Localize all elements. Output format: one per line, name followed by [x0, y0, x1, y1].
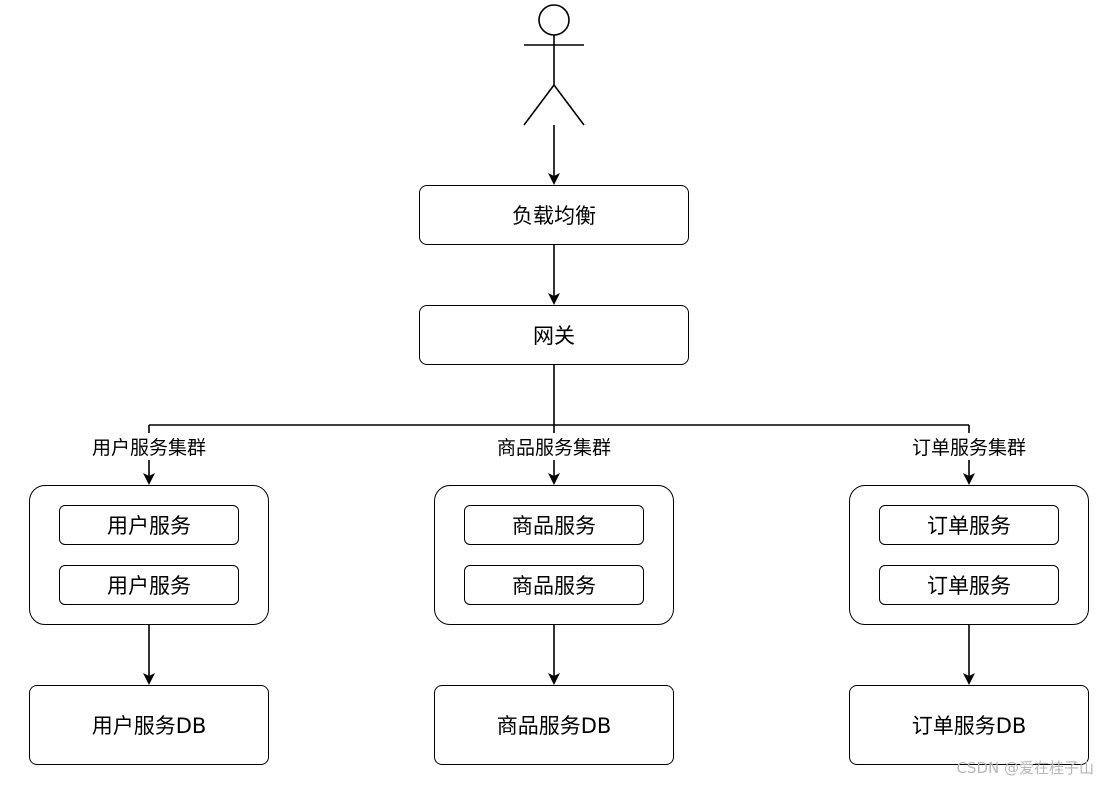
gateway-label: 网关: [533, 324, 575, 348]
user-service-db: 用户服务DB: [29, 685, 269, 765]
user-service-node: 用户服务: [59, 505, 239, 545]
watermark: CSDN @爱在桂子山: [956, 759, 1094, 777]
service-label: 用户服务: [107, 574, 191, 598]
load-balancer-node: 负载均衡: [419, 185, 689, 245]
user-service-node: 用户服务: [59, 565, 239, 605]
db-label: 商品服务DB: [496, 714, 612, 738]
service-label: 商品服务: [512, 574, 596, 598]
edge-label-user-cluster: 用户服务集群: [79, 433, 219, 460]
order-service-db: 订单服务DB: [849, 685, 1089, 765]
order-service-node: 订单服务: [879, 505, 1059, 545]
service-label: 商品服务: [512, 514, 596, 538]
load-balancer-label: 负载均衡: [512, 204, 596, 228]
order-service-node: 订单服务: [879, 565, 1059, 605]
db-label: 订单服务DB: [911, 714, 1027, 738]
edge-label-product-cluster: 商品服务集群: [484, 433, 624, 460]
actor-icon: [523, 4, 585, 126]
service-label: 用户服务: [107, 514, 191, 538]
gateway-node: 网关: [419, 305, 689, 365]
service-label: 订单服务: [927, 514, 1011, 538]
edge-gateway-fanout: [149, 365, 969, 426]
product-service-node: 商品服务: [464, 565, 644, 605]
product-service-db: 商品服务DB: [434, 685, 674, 765]
product-service-node: 商品服务: [464, 505, 644, 545]
db-label: 用户服务DB: [91, 714, 207, 738]
service-label: 订单服务: [927, 574, 1011, 598]
edge-label-order-cluster: 订单服务集群: [899, 433, 1039, 460]
